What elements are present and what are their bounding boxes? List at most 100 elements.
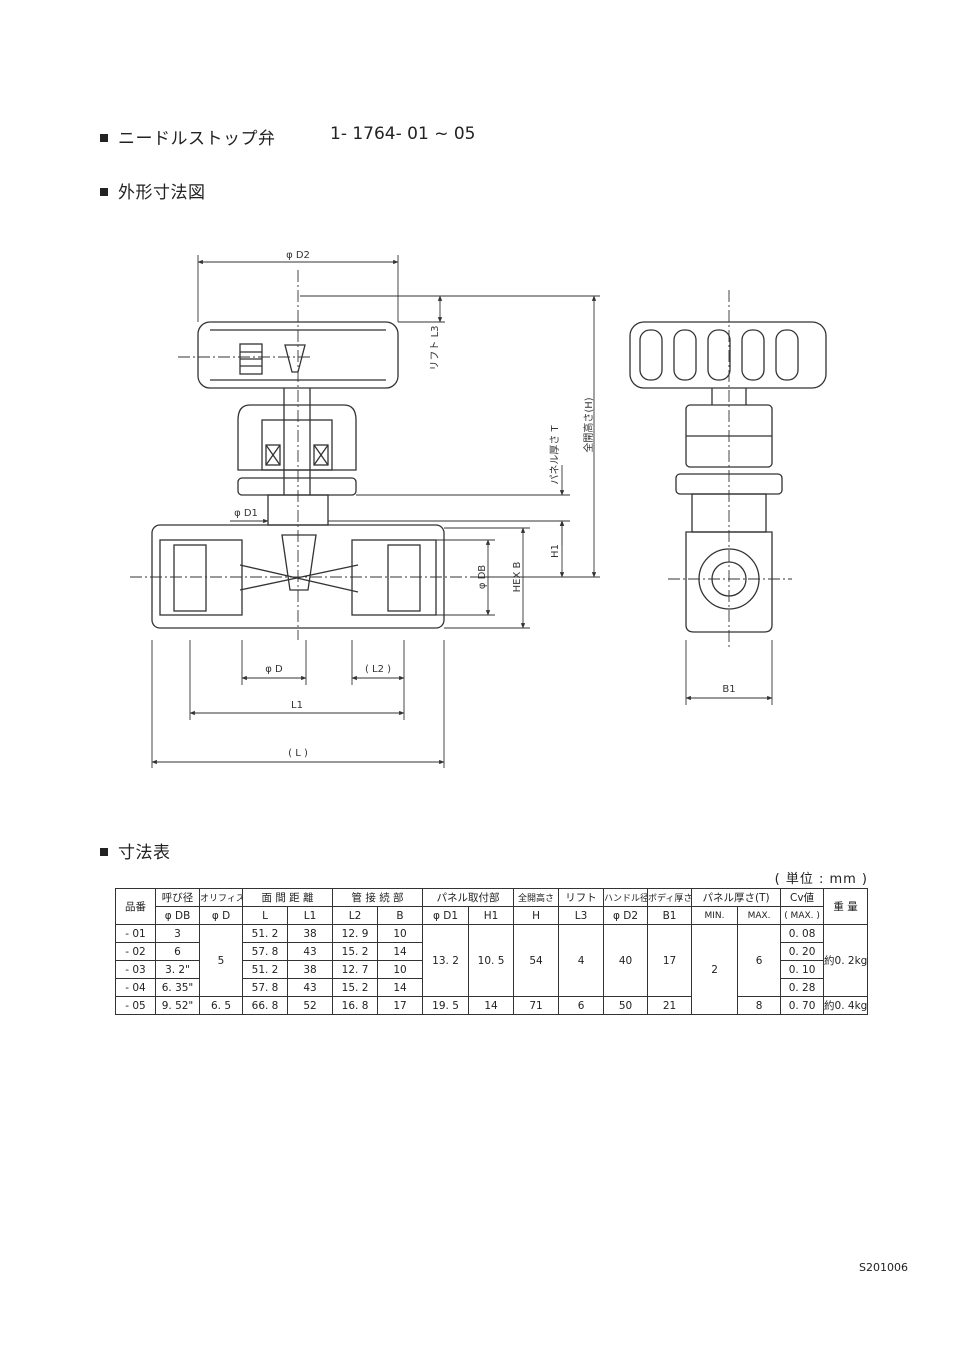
header-handle-dia: ハンドル径 [603,888,649,907]
header-full-open: 全開高さ [513,888,560,907]
subheader-l3: L3 [558,906,605,925]
cell-cv: 0. 08 [780,924,825,943]
subheader-l2: L2 [332,906,379,925]
cell-part: - 03 [115,960,156,979]
cell-l2: 12. 9 [332,924,379,943]
label-l: ( L ) [288,748,308,759]
subheader-cv-max: ( MAX. ) [780,906,825,925]
subheader-l1: L1 [286,906,334,925]
page-title: ニードルストップ弁 [100,124,276,149]
cell-orifice: 5 [199,924,243,997]
cell-d2: 40 [603,924,649,997]
table-row: - 02 6 57. 8 43 15. 2 14 0. 20 [115,942,868,961]
header-orifice: オリフィス径 [199,888,243,907]
cell-l: 57. 8 [242,978,288,997]
header-lift: リフト [558,888,605,907]
subheader-min: MIN. [691,906,739,925]
cell-b: 10 [377,924,424,943]
cell-h1: 10. 5 [468,924,515,997]
subheader-max: MAX. [737,906,782,925]
cell-d1: 13. 2 [422,924,470,997]
header-face-to-face: 面 間 距 離 [241,888,334,907]
cell-max: 8 [737,996,782,1015]
cell-part: - 04 [115,978,156,997]
cell-db: 3. 2" [155,960,200,979]
cell-lift: 6 [558,996,605,1015]
cell-l1: 38 [286,924,334,943]
table-row: - 05 9. 52" 6. 5 66. 8 52 16. 8 17 19. 5… [115,996,869,1015]
subheader-h: H [513,906,560,925]
cell-b1: 17 [647,924,693,997]
cell-b: 14 [377,978,424,997]
header-pipe-connection: 管 接 続 部 [332,888,424,907]
drawing-section-heading: 外形寸法図 [100,178,206,203]
cell-cv: 0. 70 [780,996,825,1015]
cell-b: 14 [377,942,424,961]
label-lift-l3: リフト L3 [430,325,441,370]
cell-h: 71 [513,996,560,1015]
cell-cv: 0. 10 [780,960,825,979]
label-hex-b: HEX B [512,562,523,593]
part-number-range: 1- 1764- 01 ~ 05 [330,124,476,144]
cell-l: 66. 8 [242,996,288,1015]
cell-l2: 12. 7 [332,960,379,979]
table-row: - 04 6. 35" 57. 8 43 15. 2 14 0. 28 [115,978,868,997]
cell-l2: 15. 2 [332,942,379,961]
cell-orifice: 6. 5 [199,996,243,1015]
header-body-thickness: ボディ厚さ [647,888,693,907]
dimension-drawing: φ D2 リフト L3 全開高さ(H) パネル厚さ T φ D1 H1 φ DB… [130,250,827,768]
table-section-label: 寸法表 [118,843,171,863]
cell-cv: 0. 20 [780,942,825,961]
cell-l1: 43 [286,978,334,997]
cell-d2: 50 [603,996,649,1015]
cell-max: 6 [737,924,782,997]
label-l2: ( L2 ) [365,664,391,675]
header-panel-mount: パネル取付部 [422,888,515,907]
table-subheader-row: φ DB φ D L L1 L2 B φ D1 H1 H L3 φ D2 B1 … [116,906,868,925]
bullet-square-icon [100,134,108,142]
subheader-b: B [377,906,424,925]
document-code: S201006 [859,1261,908,1274]
label-l1: L1 [291,700,303,711]
cell-l2: 16. 8 [332,996,379,1015]
label-db: φ DB [477,565,488,589]
cell-b: 17 [377,996,424,1015]
subheader-h1: H1 [468,906,515,925]
cell-h1: 14 [468,996,515,1015]
bullet-square-icon [100,848,108,856]
header-part: 品番 [115,888,156,925]
cell-d1: 19. 5 [422,996,470,1015]
drawing-section-label: 外形寸法図 [118,183,206,203]
subheader-l: L [242,906,288,925]
label-full-open-height: 全開高さ(H) [582,397,595,452]
subheader-d2: φ D2 [603,906,649,925]
bullet-square-icon [100,188,108,196]
subheader-db: φ DB [155,906,200,925]
table-header-row: 品番 呼び径 オリフィス径 面 間 距 離 管 接 続 部 パネル取付部 全開高… [115,888,869,925]
header-panel-thickness: パネル厚さ(T) [691,888,782,907]
subheader-d: φ D [199,906,243,925]
cell-cv: 0. 28 [780,978,825,997]
cell-db: 9. 52" [155,996,200,1015]
label-h1: H1 [550,544,561,558]
cell-l2: 15. 2 [332,978,379,997]
subheader-b1: B1 [647,906,693,925]
label-b1: B1 [722,684,735,695]
unit-note: ( 単位 : mm ) [774,872,868,887]
cell-db: 3 [155,924,200,943]
cell-b: 10 [377,960,424,979]
cell-l1: 38 [286,960,334,979]
cell-db: 6. 35" [155,978,200,997]
cell-min: 2 [691,924,739,1015]
cell-b1: 21 [647,996,693,1015]
cell-weight: 約0. 4kg [823,996,869,1015]
cell-l: 57. 8 [242,942,288,961]
label-d: φ D [265,664,283,675]
table-row: - 01 3 5 51. 2 38 12. 9 10 13. 2 10. 5 5… [115,924,869,1015]
cell-part: - 02 [115,942,156,961]
label-panel-thickness: パネル厚さ T [549,424,561,484]
cell-lift: 4 [558,924,605,997]
header-nominal: 呼び径 [155,888,200,907]
cell-l1: 52 [286,996,334,1015]
title-label: ニードルストップ弁 [118,129,276,149]
